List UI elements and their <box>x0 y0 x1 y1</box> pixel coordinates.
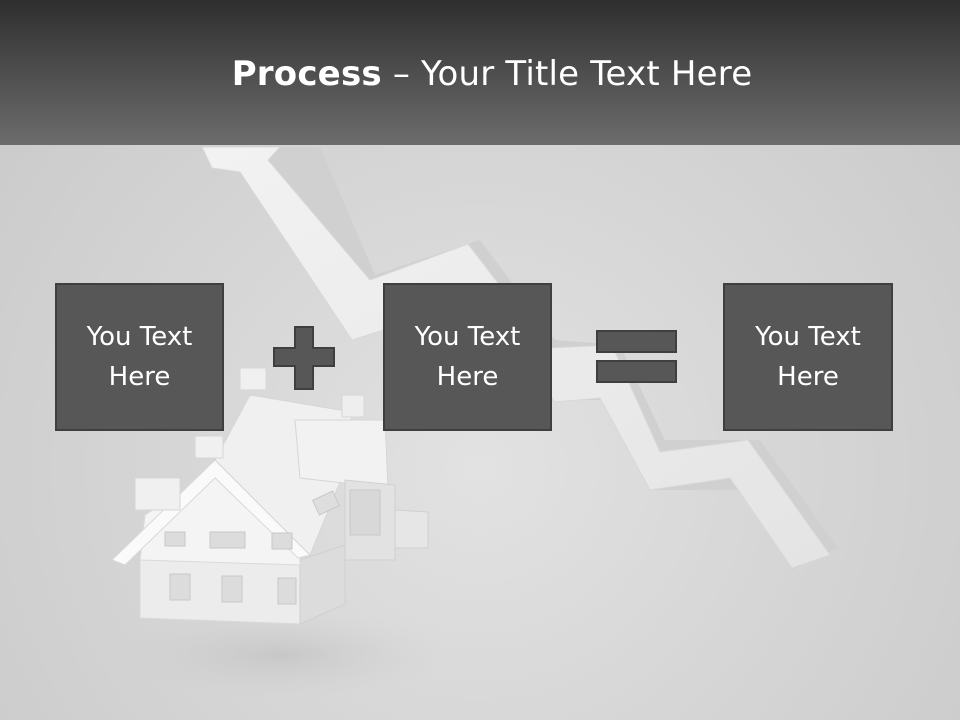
title-bar: Process – Your Title Text Here <box>0 0 960 145</box>
title-rest-text: – Your Title Text Here <box>381 54 753 94</box>
process-box-1[interactable]: You Text Here <box>55 283 224 431</box>
process-box-1-text: You Text Here <box>86 322 193 392</box>
process-box-3[interactable]: You Text Here <box>723 283 893 431</box>
plus-icon <box>273 326 335 390</box>
process-box-2[interactable]: You Text Here <box>383 283 552 431</box>
slide-title: Process – Your Title Text Here <box>0 52 960 96</box>
equals-icon <box>596 330 677 383</box>
title-bold-text: Process <box>231 54 382 94</box>
trend-arrow-shape <box>201 146 831 569</box>
house-illustration <box>111 367 429 625</box>
process-box-2-text: You Text Here <box>414 322 521 392</box>
house-shadow-shape <box>110 610 450 700</box>
process-box-3-text: You Text Here <box>755 322 861 392</box>
